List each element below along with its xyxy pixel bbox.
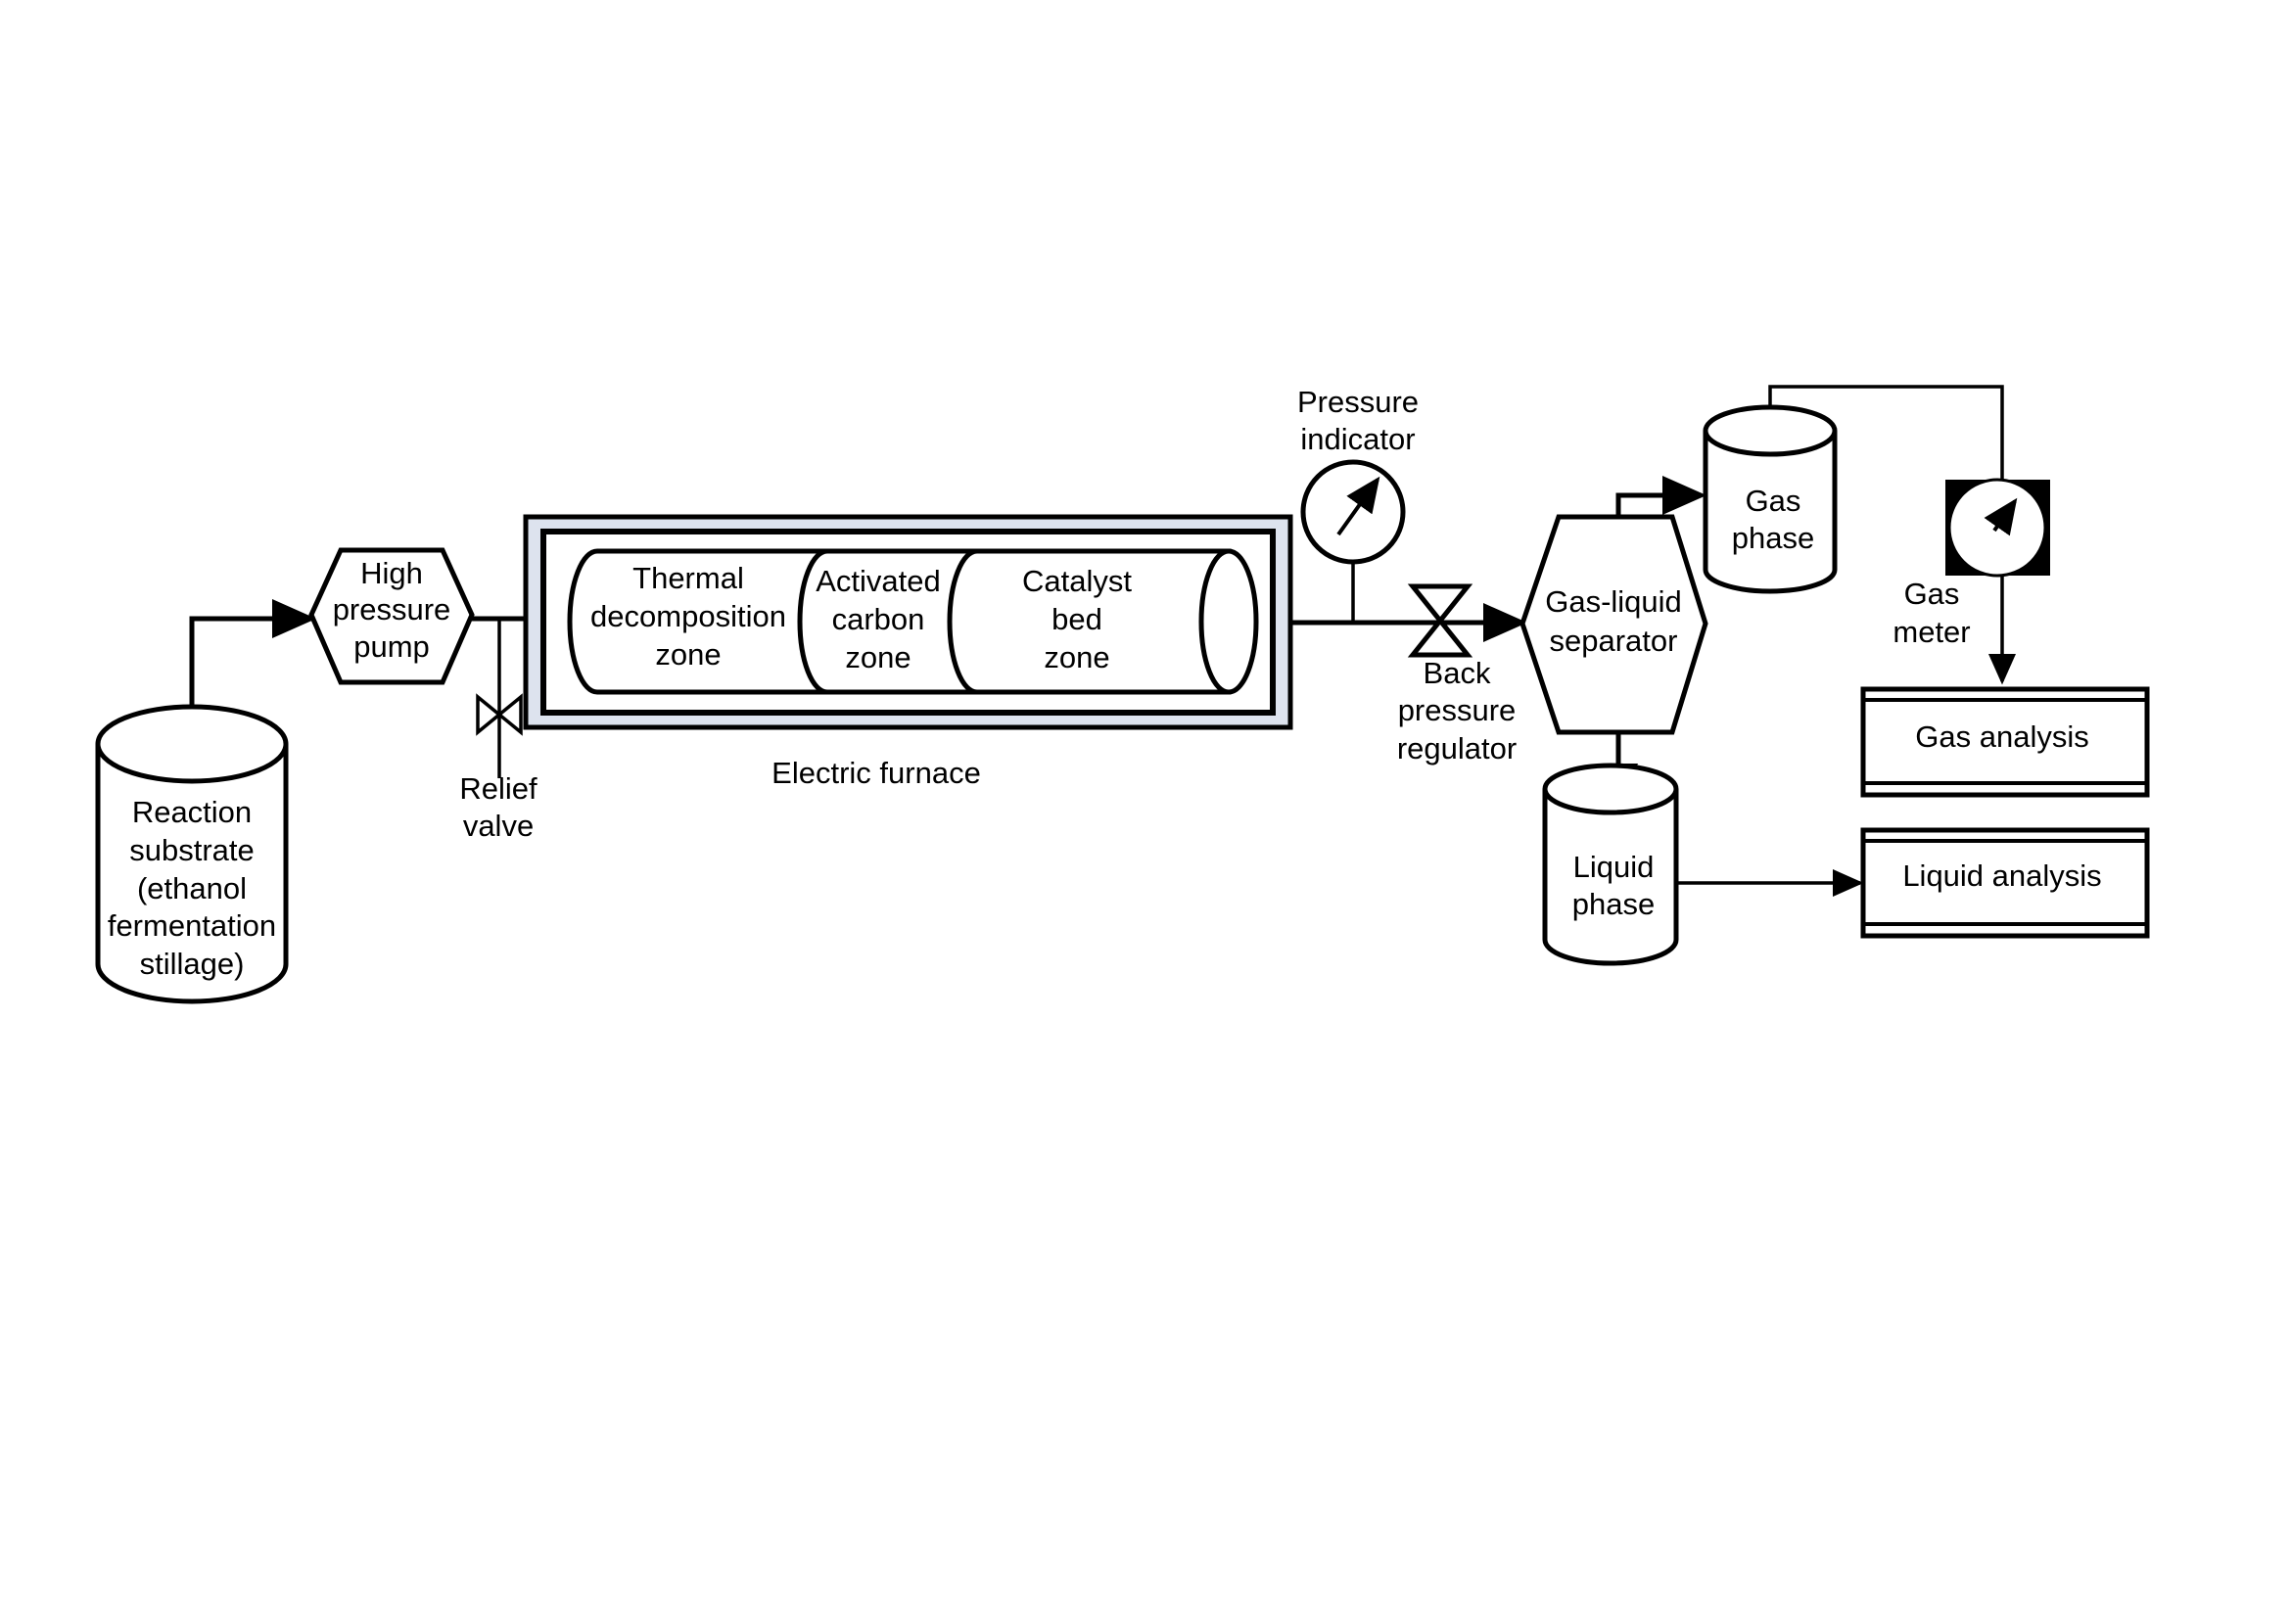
relief-valve-bowtie-icon <box>476 693 523 736</box>
pump-label-3: pump <box>353 629 430 664</box>
liquid-phase-label-2: phase <box>1572 887 1655 921</box>
substrate-label-5: stillage) <box>140 947 245 981</box>
gas-phase-label-1: Gas <box>1746 484 1801 518</box>
substrate-label-4: fermentation <box>108 908 276 943</box>
electric-furnace: Thermal decomposition zone Activated car… <box>523 514 1293 790</box>
gas-meter-needle <box>1984 497 2018 536</box>
carbon-zone-label-3: zone <box>845 640 911 674</box>
separator-label-1: Gas-liquid <box>1545 584 1682 619</box>
liquid-analysis-label: Liquid analysis <box>1902 858 2101 893</box>
back-pressure-bowtie-icon <box>1407 583 1473 658</box>
gas-phase-container: Gas phase <box>1703 404 1838 594</box>
separator-hexagon-icon <box>1519 514 1708 735</box>
back-pressure-regulator: Back pressure regulator <box>1397 583 1517 766</box>
zone-divider-2 <box>947 548 978 695</box>
carbon-zone-label-1: Activated <box>816 564 941 598</box>
pressure-indicator-label-2: indicator <box>1300 422 1415 456</box>
liquid-phase-label-1: Liquid <box>1573 850 1655 884</box>
thermal-zone-label-3: zone <box>655 637 721 672</box>
catalyst-zone-label-2: bed <box>1052 602 1102 636</box>
gas-meter-label-1: Gas <box>1904 577 1960 611</box>
furnace-label: Electric furnace <box>771 756 981 790</box>
substrate-label-1: Reaction <box>132 795 252 829</box>
carbon-zone-label-2: carbon <box>832 602 925 636</box>
pump-label-2: pressure <box>333 592 451 626</box>
relief-valve-label-1: Relief <box>459 771 537 806</box>
thermal-zone-label-1: Thermal <box>632 561 744 595</box>
pump-hexagon-icon <box>308 547 475 685</box>
high-pressure-pump: High pressure pump <box>308 547 475 685</box>
substrate-label-2: substrate <box>129 833 255 867</box>
gas-phase-label-2: phase <box>1732 521 1814 555</box>
pressure-indicator-label-1: Pressure <box>1297 385 1419 419</box>
relief-valve-label-2: valve <box>463 809 534 843</box>
thermal-zone-label-2: decomposition <box>590 599 786 633</box>
substrate-label-3: (ethanol <box>137 871 247 905</box>
relief-valve: Relief valve <box>459 693 537 843</box>
liquid-analysis-box: Liquid analysis <box>1860 827 2150 939</box>
pump-label-1: High <box>360 556 423 590</box>
zone-divider-1 <box>797 548 828 695</box>
reactor-tube <box>567 548 1259 695</box>
back-pressure-label-2: pressure <box>1398 693 1517 727</box>
separator-label-2: separator <box>1550 624 1678 658</box>
gas-analysis-box: Gas analysis <box>1860 686 2150 798</box>
reaction-substrate-tank: Reaction substrate (ethanol fermentation… <box>95 704 289 1004</box>
back-pressure-label-3: regulator <box>1397 731 1517 766</box>
pressure-gauge-needle <box>1336 476 1380 536</box>
pressure-indicator: Pressure indicator <box>1297 385 1419 565</box>
catalyst-zone-label-1: Catalyst <box>1022 564 1132 598</box>
gas-meter: Gas meter <box>1893 478 2050 649</box>
gas-meter-label-2: meter <box>1893 615 1970 649</box>
liquid-phase-container: Liquid phase <box>1542 763 1679 966</box>
gas-analysis-label: Gas analysis <box>1915 719 2088 754</box>
reactor-tube-end <box>1198 548 1259 695</box>
gas-liquid-separator: Gas-liquid separator <box>1519 514 1708 735</box>
line-separator-to-gas-phase <box>1615 476 1706 517</box>
catalyst-zone-label-3: zone <box>1044 640 1109 674</box>
back-pressure-label-1: Back <box>1424 656 1491 690</box>
line-substrate-to-pump <box>189 599 316 744</box>
